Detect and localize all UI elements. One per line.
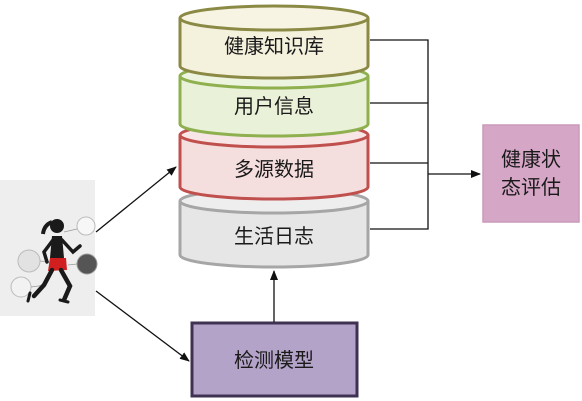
cylinder-health-knowledge-base: 健康知识库 (178, 4, 370, 80)
assessment-label-line1: 健康状 (501, 147, 561, 171)
cylinder-knowledge-base-label: 健康知识库 (224, 34, 324, 58)
health-assessment-box: 健康状 态评估 (482, 124, 580, 223)
detection-model-label: 检测模型 (234, 348, 314, 372)
assessment-label-line2: 态评估 (501, 175, 561, 199)
cylinder-life-log: 生活日志 (178, 187, 370, 269)
arrow-runner-to-model (95, 290, 190, 362)
runner-sensors-icon (0, 180, 98, 316)
arrow-runner-to-multisource (95, 166, 177, 233)
connector-lines (370, 39, 481, 230)
cylinder-life-log-label: 生活日志 (234, 224, 314, 248)
cylinder-multi-source-label: 多源数据 (234, 157, 314, 181)
cylinder-user-info-label: 用户信息 (234, 94, 314, 118)
detection-model-box: 检测模型 (190, 321, 359, 398)
